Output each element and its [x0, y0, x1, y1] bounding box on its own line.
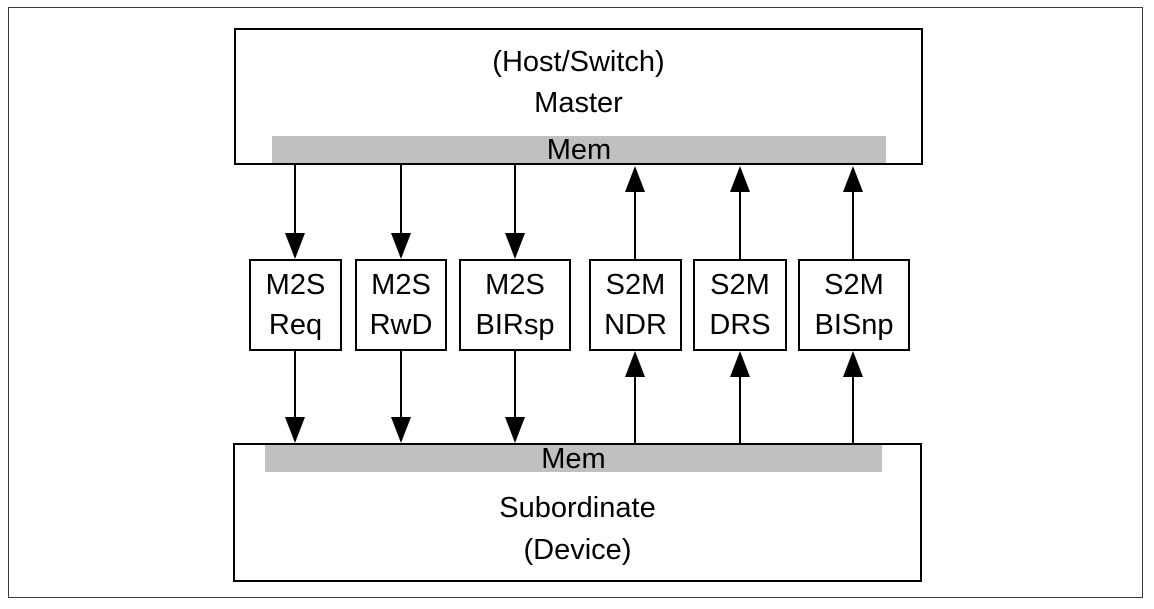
master-title-line1: (Host/Switch)	[492, 46, 665, 78]
channel-s2m-ndr: S2M NDR	[589, 259, 682, 351]
arrow-s2m-ndr-lower	[625, 351, 645, 443]
arrow-s2m-ndr-upper	[625, 166, 645, 259]
channel-label-line2: NDR	[604, 309, 667, 341]
channel-label-line2: BISnp	[814, 309, 894, 341]
channel-label-line1: S2M	[824, 269, 884, 301]
channel-label-line1: S2M	[605, 269, 666, 301]
arrow-s2m-bisnp-lower	[843, 351, 863, 443]
arrow-m2s-birsp-upper	[505, 165, 525, 259]
arrow-m2s-birsp-lower	[505, 351, 525, 443]
channel-s2m-drs: S2M DRS	[693, 259, 787, 351]
subordinate-mem-bar: Mem	[265, 445, 882, 474]
arrow-s2m-drs-upper	[730, 166, 750, 259]
diagram-frame	[8, 7, 1143, 598]
channel-label-line1: M2S	[265, 269, 326, 301]
channel-m2s-req: M2S Req	[249, 259, 342, 351]
subordinate-title-line1: Subordinate	[499, 492, 656, 524]
arrow-s2m-drs-lower	[730, 351, 750, 443]
arrow-s2m-bisnp-upper	[843, 166, 863, 259]
channel-m2s-birsp: M2S BIRsp	[459, 259, 571, 351]
channel-label-line2: RwD	[369, 309, 433, 341]
channel-label-line2: DRS	[709, 309, 771, 341]
channel-label-line1: M2S	[485, 269, 545, 301]
arrow-m2s-rwd-lower	[391, 351, 411, 443]
channel-label-line2: BIRsp	[475, 309, 555, 341]
channel-m2s-rwd: M2S RwD	[355, 259, 447, 351]
channel-label-line1: M2S	[371, 269, 431, 301]
subordinate-title-line2: (Device)	[523, 534, 632, 566]
channel-label-line2: Req	[268, 309, 323, 341]
channel-s2m-bisnp: S2M BISnp	[798, 259, 910, 351]
arrow-m2s-rwd-upper	[391, 165, 411, 259]
arrow-m2s-req-upper	[285, 165, 305, 259]
master-title-line2: Master	[534, 87, 623, 119]
channel-label-line1: S2M	[710, 269, 770, 301]
arrow-m2s-req-lower	[285, 351, 305, 443]
master-mem-bar: Mem	[272, 136, 886, 165]
